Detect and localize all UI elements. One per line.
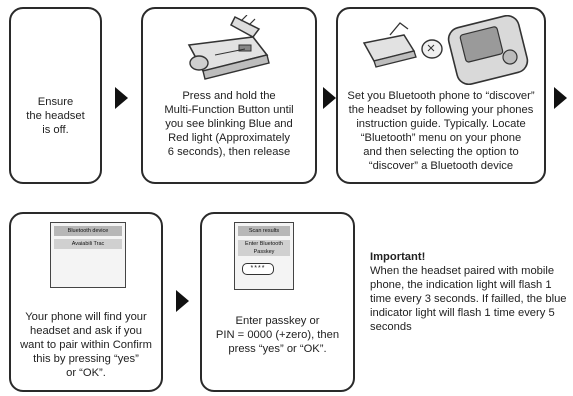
pin-input-field: **** — [242, 263, 274, 275]
important-body: When the headset paired with mobile phon… — [370, 265, 567, 333]
screen-title-bar: Scan results — [238, 226, 290, 236]
screen-title-bar: Bluetooth device — [54, 226, 122, 236]
step-4-card: Bluetooth device Avaiabili Trac Your pho… — [9, 212, 163, 392]
arrow-right-icon — [176, 290, 189, 312]
step-5-text: Enter passkey or PIN = 0000 (+zero), the… — [215, 315, 340, 355]
arrow-right-icon — [554, 87, 567, 109]
arrow-right-icon — [115, 87, 128, 109]
step-3-card: Set you Bluetooth phone to “discover” th… — [336, 7, 546, 184]
screen-list-item: Avaiabili Trac — [54, 239, 122, 249]
headset-button-press-illustration — [187, 15, 270, 80]
headset-phone-illustration — [362, 15, 529, 85]
important-heading: Important! — [370, 251, 426, 263]
important-note: Important! When the headset paired with … — [370, 250, 570, 334]
phone-screen-illustration: Bluetooth device Avaiabili Trac — [50, 222, 126, 288]
step-1-text: Ensure the headset is off. — [26, 96, 85, 136]
step-2-card: Press and hold the Multi-Function Button… — [141, 7, 317, 184]
step-3-text: Set you Bluetooth phone to “discover” th… — [347, 90, 535, 172]
screen-prompt: Enter Bluetooth Passkey — [238, 240, 290, 256]
phone-screen-illustration: Scan results Enter Bluetooth Passkey ***… — [234, 222, 294, 290]
step-2-text: Press and hold the Multi-Function Button… — [164, 90, 294, 158]
step-1-card: Ensure the headset is off. — [9, 7, 102, 184]
step-5-card: Scan results Enter Bluetooth Passkey ***… — [200, 212, 355, 392]
step-4-text: Your phone will find your headset and as… — [20, 311, 152, 379]
arrow-right-icon — [323, 87, 336, 109]
